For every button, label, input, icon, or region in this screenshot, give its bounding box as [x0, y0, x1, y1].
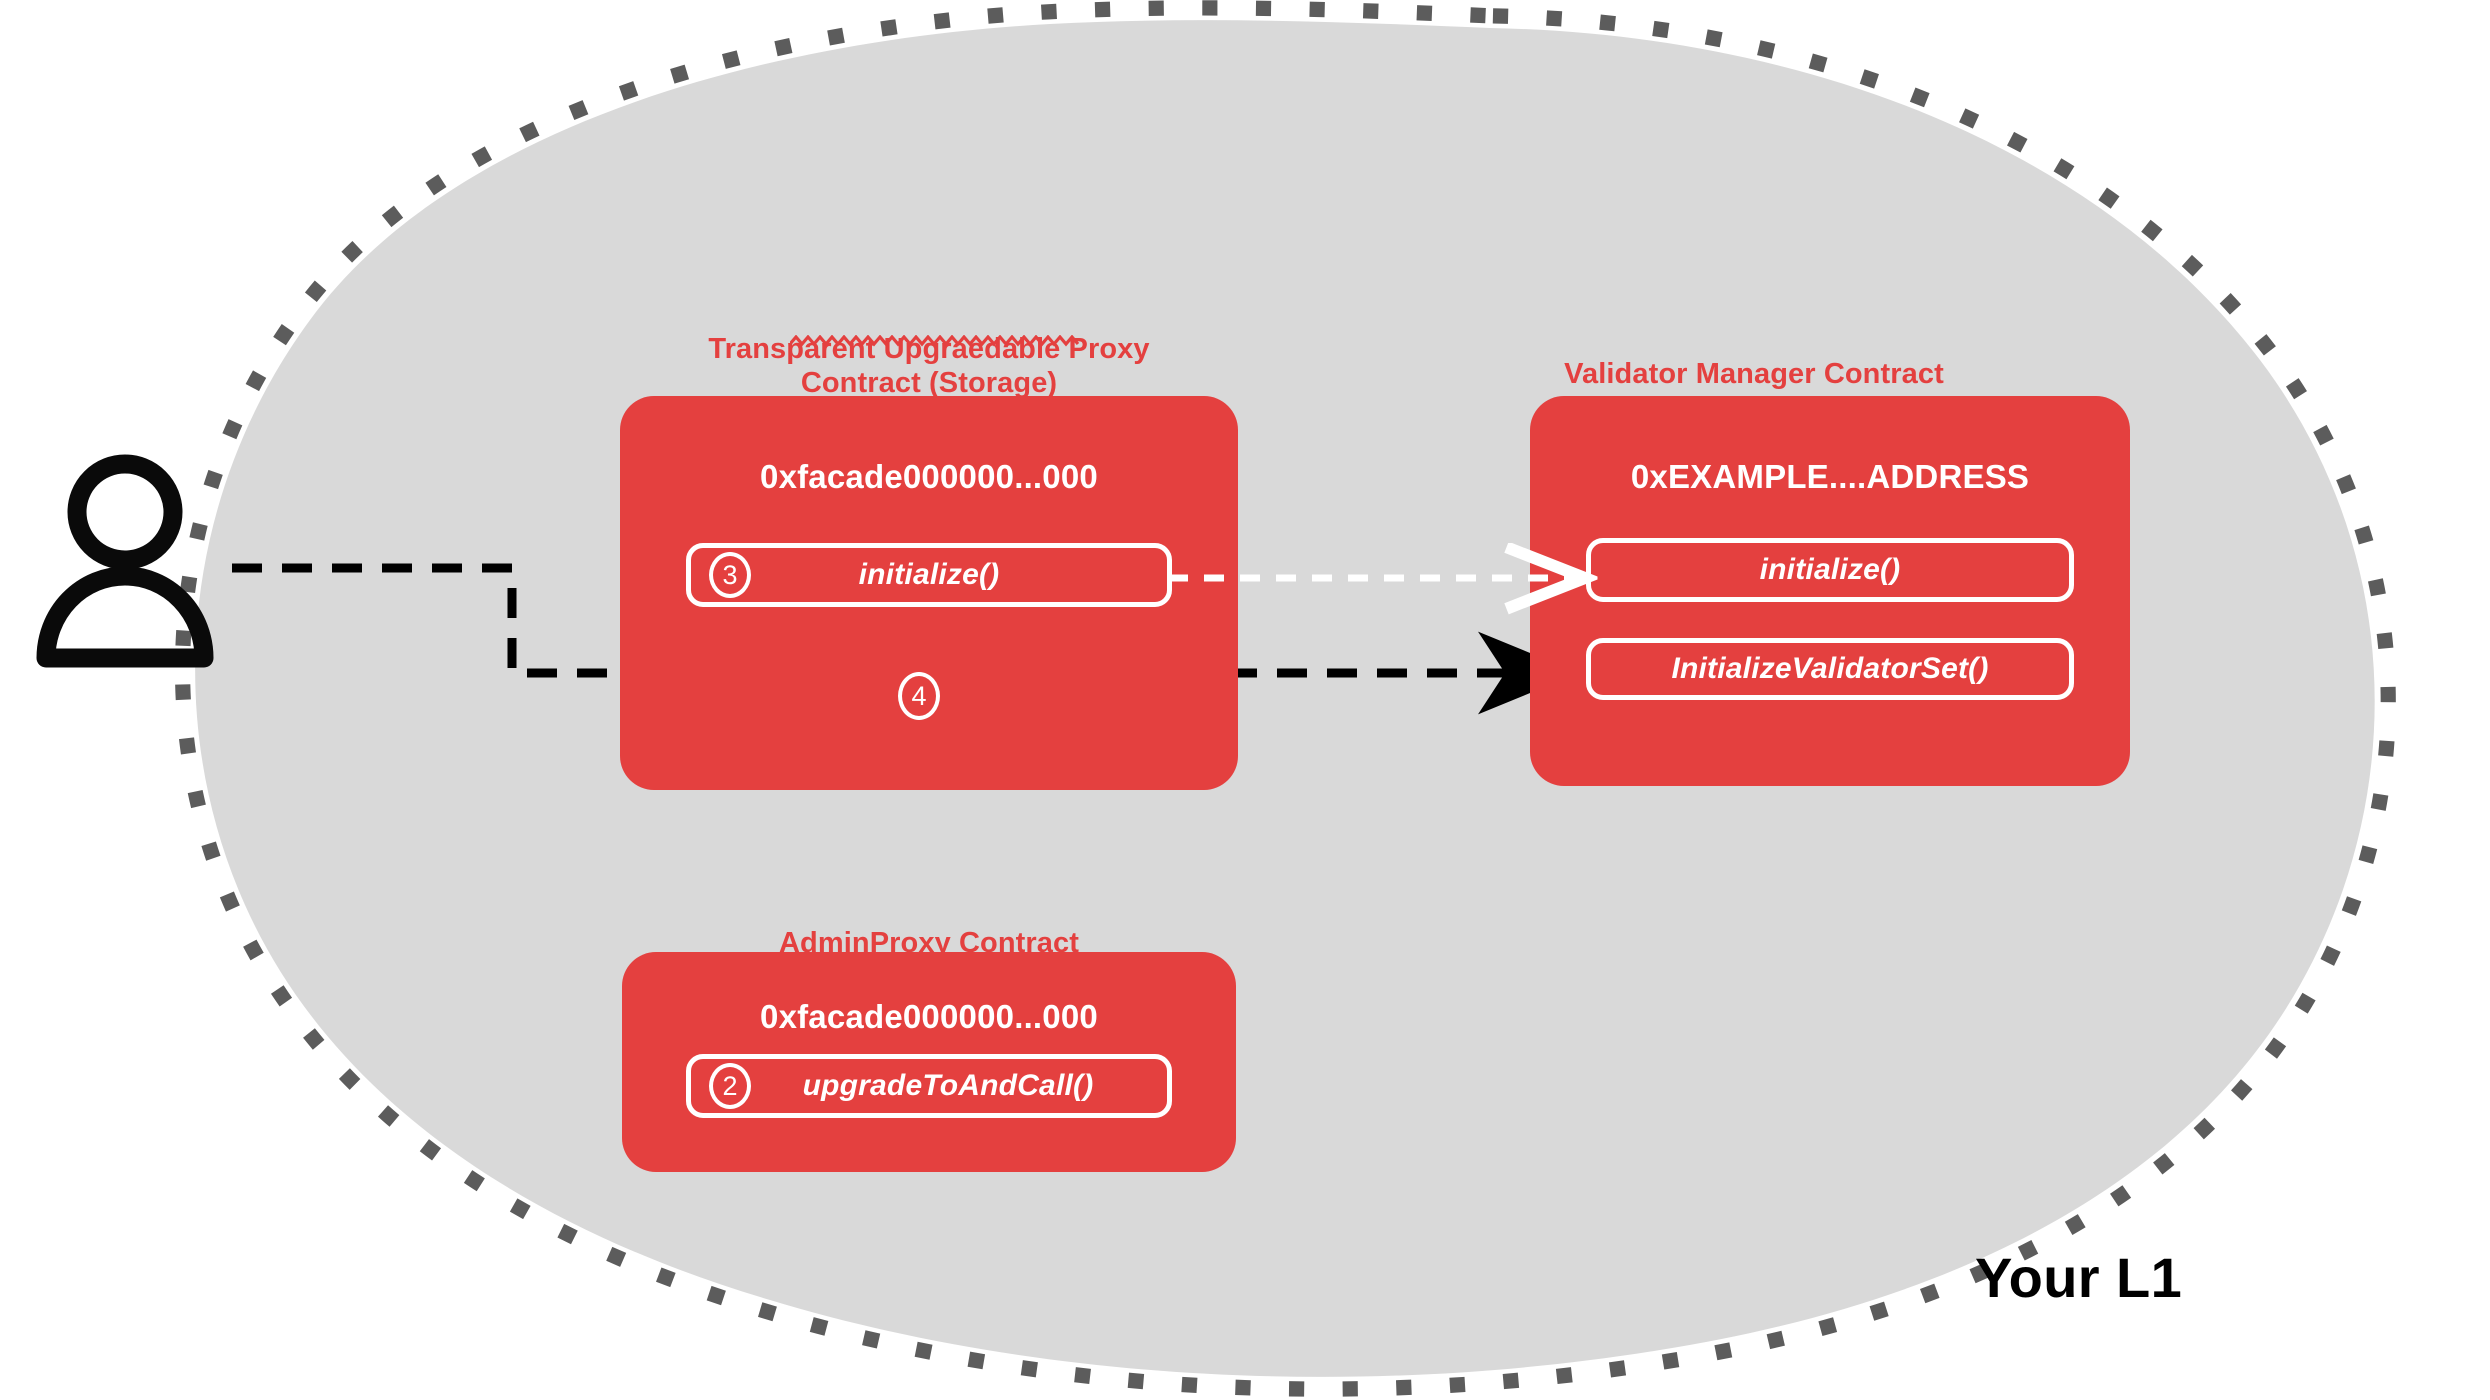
region-label-your-l1: Your L1: [1975, 1246, 2183, 1309]
method-label: upgradeToAndCall(): [802, 1069, 1094, 1102]
contract-title-validator-manager: Validator Manager Contract: [1530, 325, 1978, 392]
method-label: InitializeValidatorSet(): [1671, 652, 1989, 685]
contract-title-text: Transparent Upgraedable Proxy Contract (…: [708, 333, 1150, 399]
contract-card-admin-proxy[interactable]: 0xfacade000000...000 2 upgradeToAndCall(…: [622, 952, 1236, 1172]
contract-address: 0xfacade000000...000: [760, 998, 1098, 1035]
method-pill-initialize-validator-set[interactable]: InitializeValidatorSet(): [1586, 638, 2074, 700]
contract-card-transparent-upgradeable-proxy[interactable]: 0xfacade000000...000 3 initialize() 4: [620, 396, 1238, 790]
method-pill-initialize[interactable]: initialize(): [1586, 538, 2074, 602]
step-badge-3: 3: [709, 552, 751, 598]
contract-title-text: Validator Manager Contract: [1564, 358, 1944, 391]
person-body-icon: [36, 566, 214, 668]
contract-card-validator-manager[interactable]: 0xEXAMPLE....ADDRESS initialize() Initia…: [1530, 396, 2130, 786]
contract-address: 0xfacade000000...000: [760, 458, 1098, 495]
method-label: initialize(): [1759, 553, 1901, 586]
contract-title-transparent-upgradeable-proxy: Transparent Upgraedable Proxy Contract (…: [620, 300, 1238, 400]
user-actor: [36, 454, 214, 668]
contract-title-admin-proxy: AdminProxy Contract: [620, 894, 1238, 961]
person-head-icon: [67, 454, 183, 570]
method-pill-initialize[interactable]: 3 initialize(): [686, 543, 1172, 607]
step-badge-2: 2: [709, 1063, 751, 1109]
method-pill-upgrade-to-and-call[interactable]: 2 upgradeToAndCall(): [686, 1054, 1172, 1118]
contract-address: 0xEXAMPLE....ADDRESS: [1630, 458, 2030, 495]
step-badge-4: 4: [898, 672, 940, 720]
method-label: initialize(): [858, 558, 1000, 591]
